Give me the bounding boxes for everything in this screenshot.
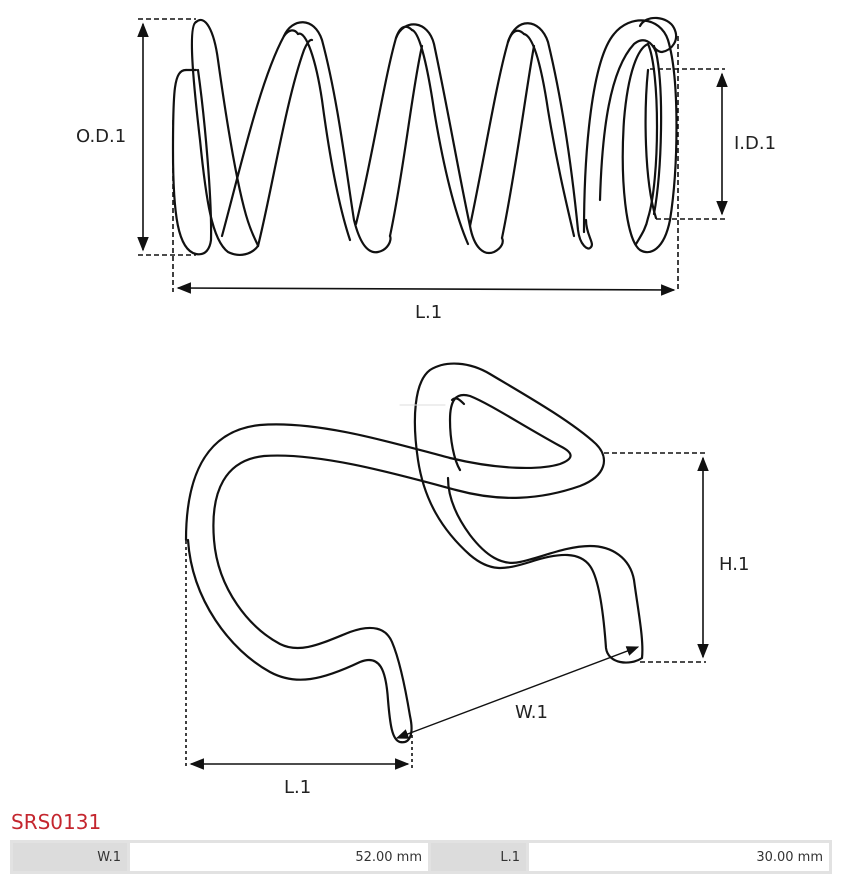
spec-table: W.1 52.00 mm L.1 30.00 mm xyxy=(10,840,832,874)
od-label: O.D.1 xyxy=(76,126,126,147)
clip-dimensions xyxy=(185,452,709,770)
spec-value-l1: 30.00 mm xyxy=(529,843,829,871)
spring-drawing xyxy=(171,16,678,256)
height-label: H.1 xyxy=(719,554,749,575)
width-label: W.1 xyxy=(515,702,548,723)
spring-length-label: L.1 xyxy=(415,302,442,323)
clip-drawing xyxy=(184,362,644,744)
id-label: I.D.1 xyxy=(734,133,776,154)
spec-label-l1: L.1 xyxy=(431,843,526,871)
spring-dimensions xyxy=(137,18,728,296)
technical-drawing: O.D.1 I.D.1 L.1 H.1 W.1 L.1 xyxy=(76,16,776,798)
product-code: SRS0131 xyxy=(11,810,102,834)
clip-length-label: L.1 xyxy=(284,777,311,798)
spec-value-w1: 52.00 mm xyxy=(130,843,428,871)
spec-label-w1: W.1 xyxy=(13,843,127,871)
